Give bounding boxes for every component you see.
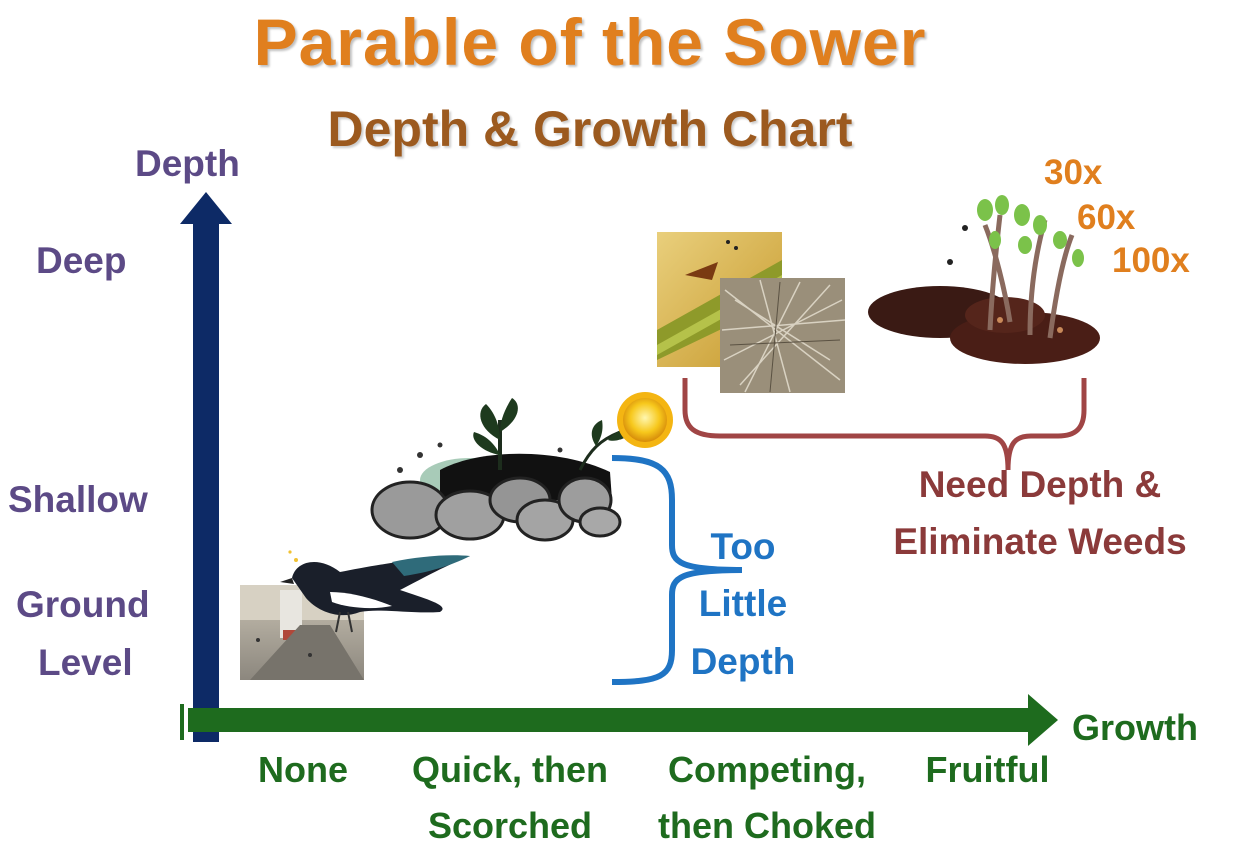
- page-title: Parable of the Sower: [253, 5, 927, 79]
- x-axis-arrow: [180, 694, 1058, 746]
- x-category-choked: Competing, then Choked: [632, 742, 902, 854]
- x-category-fruitful: Fruitful: [905, 742, 1070, 798]
- y-level-ground: Ground: [16, 584, 150, 625]
- x-axis-title: Growth: [1072, 707, 1198, 748]
- rocks-seedlings-icon: [370, 398, 632, 542]
- fruitful-plants-icon: [868, 195, 1100, 364]
- x-category-scorched: Quick, then Scorched: [385, 742, 635, 854]
- y-level-deep: Deep: [36, 240, 127, 281]
- page-subtitle: Depth & Growth Chart: [327, 101, 853, 157]
- annotation-line: Depth: [690, 640, 796, 682]
- x-category-line2: then Choked: [657, 804, 876, 846]
- multiplier-30x: 30x: [1044, 153, 1103, 192]
- y-level-level: Level: [38, 642, 133, 683]
- too-little-depth-label: Too Little Depth: [678, 518, 808, 690]
- x-category-line1: Fruitful: [925, 749, 1050, 790]
- need-depth-brace: [682, 378, 1087, 471]
- x-category-line1: Competing,: [668, 749, 866, 790]
- x-category-line1: None: [258, 749, 348, 790]
- x-category-line1: Quick, then: [411, 749, 609, 790]
- x-category-none: None: [238, 742, 368, 798]
- need-depth-label: Need Depth & Eliminate Weeds: [860, 456, 1220, 571]
- annotation-line: Need Depth &: [918, 464, 1162, 505]
- magpie-bird-icon: [280, 550, 470, 633]
- y-axis-arrow: [180, 192, 232, 742]
- multiplier-60x: 60x: [1077, 198, 1136, 237]
- thornbush-photo-icon: [720, 278, 846, 393]
- too-little-depth-brace: [611, 455, 743, 685]
- annotation-line: Eliminate Weeds: [893, 521, 1187, 563]
- annotation-line: Too: [710, 526, 776, 567]
- y-axis-title: Depth: [135, 143, 240, 184]
- sun-icon: [617, 392, 673, 448]
- x-category-line2: Scorched: [427, 804, 593, 846]
- y-level-shallow: Shallow: [8, 479, 148, 520]
- multiplier-100x: 100x: [1112, 241, 1190, 280]
- annotation-line: Little: [698, 583, 788, 625]
